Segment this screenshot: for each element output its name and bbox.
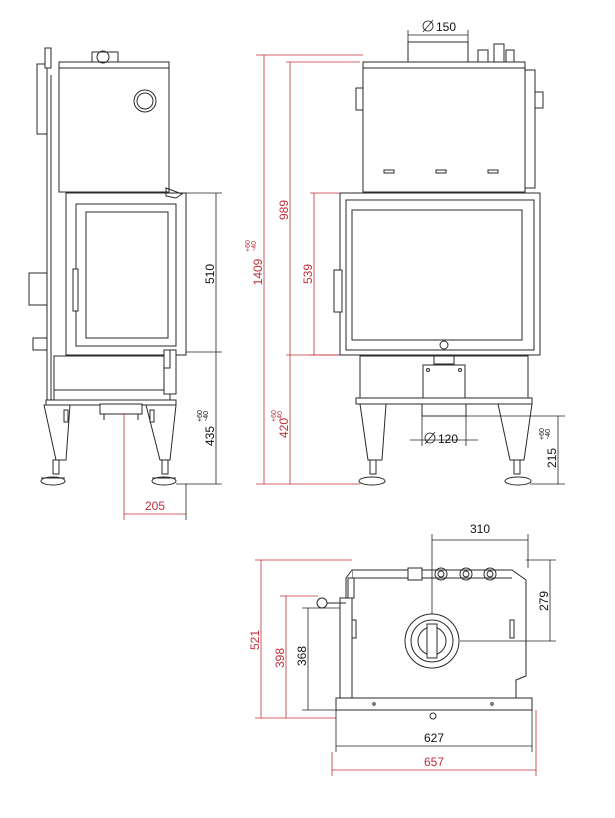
plan-dimensions: 310 279 521 398 368 627 657 — [248, 522, 556, 776]
dim-base-height-front: 420 — [277, 418, 291, 438]
side-view — [28, 47, 187, 486]
tol-total-minus: -40 — [251, 241, 258, 251]
plan-base-plate — [335, 697, 533, 711]
dim-plan-depth-body: 398 — [273, 648, 287, 668]
front-leg-left — [359, 403, 387, 461]
front-door-frame — [339, 192, 541, 356]
tol-base-side-minus: -40 — [203, 411, 210, 421]
flue-collar-icon — [96, 50, 110, 64]
front-dimensions: 150 1409 +60 -40 989 539 420 +60 -40 120 — [245, 19, 565, 485]
dim-base-height-side: 435 — [203, 426, 217, 446]
inspection-port-icon — [133, 89, 157, 113]
dim-plan-width-body: 627 — [424, 731, 444, 745]
front-door-handle — [333, 269, 343, 313]
dim-total-height: 1409 — [251, 258, 265, 285]
dim-air-inlet-offset: 205 — [145, 499, 165, 513]
dim-door-height: 510 — [203, 264, 217, 284]
dim-plan-depth-inner: 368 — [295, 646, 309, 666]
tol-total-plus: +60 — [245, 240, 252, 252]
dim-air-inlet-height: 215 — [545, 448, 559, 468]
front-leg-right — [497, 403, 533, 461]
tol-inlet-plus: +60 — [539, 428, 546, 440]
tol-base-front-minus: -40 — [277, 411, 284, 421]
flue-outlet — [407, 41, 469, 63]
tol-inlet-minus: -40 — [545, 429, 552, 439]
dim-door-top-height: 989 — [277, 200, 291, 220]
side-dimensions: 510 435 +60 -40 205 — [123, 192, 222, 520]
tol-base-front-plus: +60 — [271, 410, 278, 422]
door-handle — [72, 268, 79, 312]
air-control-box — [422, 364, 466, 400]
dim-flue-diameter: 150 — [436, 20, 456, 34]
tol-base-side-plus: +60 — [197, 410, 204, 422]
front-view — [333, 41, 544, 486]
diameter-symbol-icon — [422, 20, 434, 32]
dim-plan-depth-total: 521 — [248, 630, 262, 650]
dim-flue-offset-depth: 279 — [537, 591, 551, 611]
dim-plan-width-total: 657 — [424, 755, 444, 769]
port-icon — [434, 567, 448, 581]
plan-body — [351, 569, 527, 699]
side-top-housing — [58, 61, 170, 193]
dim-air-inlet-diameter: 120 — [438, 432, 458, 446]
plan-view — [316, 567, 533, 720]
dim-glass-height: 539 — [301, 264, 315, 284]
side-base-box — [53, 355, 171, 402]
dim-flue-offset-top: 310 — [470, 522, 490, 536]
